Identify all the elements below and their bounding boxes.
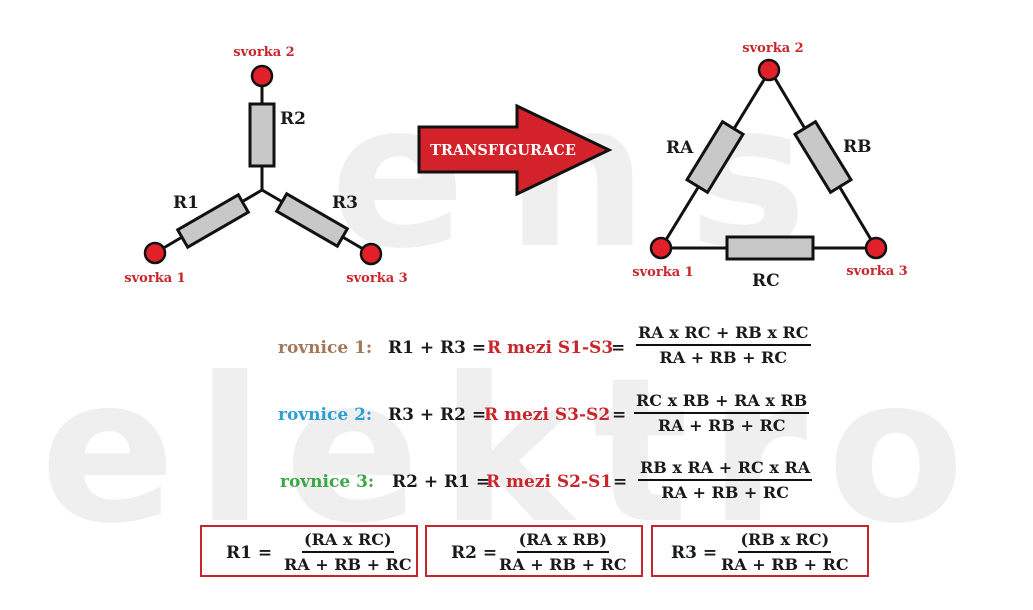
star-terminal-label-2: svorka 2: [233, 45, 294, 60]
equation-fraction: RC x RB + RA x RB RA + RB + RC: [634, 391, 810, 435]
delta-circuit: svorka 2 svorka 1 svorka 3 RA RB RC: [632, 41, 907, 291]
equation-label: rovnice 2:: [278, 405, 373, 425]
equation-lhs: R2 + R1 =: [392, 472, 491, 492]
fraction-numerator: RC x RB + RA x RB: [634, 391, 810, 414]
terminal-delta-1: [649, 236, 673, 260]
terminal-star-2: [250, 64, 274, 88]
delta-resistor-label-ra: RA: [666, 138, 694, 158]
equation-1: rovnice 1: R1 + R3 = R mezi S1-S3 = RA x…: [0, 318, 1033, 378]
result-lhs: R2 =: [451, 543, 498, 563]
fraction-numerator: (RB x RC): [738, 530, 832, 553]
result-box-r2: R2 = (RA x RB) RA + RB + RC: [425, 525, 643, 577]
resistor-r1: [175, 192, 251, 250]
watermark: ens elektro: [40, 60, 985, 568]
fraction-denominator: RA + RB + RC: [284, 555, 412, 574]
equation-middle: R mezi S3-S2: [484, 405, 611, 425]
fraction-numerator: RB x RA + RC x RA: [638, 458, 813, 481]
fraction-denominator: RA + RB + RC: [657, 416, 786, 435]
star-terminal-label-1: svorka 1: [124, 271, 185, 286]
fraction-numerator: RA x RC + RB x RC: [636, 323, 811, 346]
delta-terminal-label-2: svorka 2: [742, 41, 803, 56]
star-terminal-label-3: svorka 3: [346, 271, 407, 286]
arrow-label: TRANSFIGURACE: [430, 142, 576, 159]
equation-lhs: R3 + R2 =: [388, 405, 487, 425]
transfiguration-arrow: TRANSFIGURACE: [417, 103, 613, 197]
equation-equals: =: [612, 405, 627, 425]
fraction-denominator: RA + RB + RC: [659, 348, 788, 367]
star-resistor-label-r1: R1: [173, 193, 199, 213]
watermark-bottom: elektro: [40, 335, 985, 568]
equation-lhs: R1 + R3 =: [388, 338, 487, 358]
terminal-delta-2: [757, 58, 781, 82]
terminal-delta-3: [864, 236, 888, 260]
result-box-r1: R1 = (RA x RC) RA + RB + RC: [200, 525, 418, 577]
equation-3: rovnice 3: R2 + R1 = R mezi S2-S1 = RB x…: [0, 455, 1033, 515]
equation-label: rovnice 1:: [278, 338, 373, 358]
terminal-star-1: [143, 241, 167, 265]
delta-terminal-label-1: svorka 1: [632, 265, 693, 280]
equation-equals: =: [611, 338, 626, 358]
delta-resistor-label-rb: RB: [843, 137, 872, 157]
equation-fraction: RB x RA + RC x RA RA + RB + RC: [638, 458, 813, 502]
resistor-r2: [248, 102, 276, 168]
fraction-numerator: (RA x RC): [302, 530, 394, 553]
equation-middle: R mezi S1-S3: [487, 338, 614, 358]
result-lhs: R3 =: [671, 543, 718, 563]
equation-label: rovnice 3:: [280, 472, 375, 492]
fraction-denominator: RA + RB + RC: [661, 483, 789, 502]
result-fraction: (RA x RB) RA + RB + RC: [499, 530, 627, 574]
fraction-denominator: RA + RB + RC: [721, 555, 849, 574]
resistor-rc: [725, 235, 815, 261]
star-resistor-label-r2: R2: [280, 109, 306, 129]
delta-terminal-label-3: svorka 3: [846, 264, 907, 279]
star-circuit: svorka 2 svorka 1 svorka 3 R2 R1 R3: [124, 45, 407, 286]
resistor-ra: [684, 119, 746, 195]
equation-equals: =: [613, 472, 628, 492]
star-resistor-label-r3: R3: [332, 193, 358, 213]
result-fraction: (RA x RC) RA + RB + RC: [284, 530, 412, 574]
result-fraction: (RB x RC) RA + RB + RC: [721, 530, 849, 574]
fraction-numerator: (RA x RB): [516, 530, 609, 553]
resistor-rb: [792, 119, 854, 195]
equation-middle: R mezi S2-S1: [486, 472, 613, 492]
resistor-r3: [274, 191, 350, 249]
delta-resistor-label-rc: RC: [752, 271, 780, 291]
result-lhs: R1 =: [226, 543, 273, 563]
result-box-r3: R3 = (RB x RC) RA + RB + RC: [651, 525, 869, 577]
equation-fraction: RA x RC + RB x RC RA + RB + RC: [636, 323, 811, 367]
terminal-star-3: [359, 242, 383, 266]
fraction-denominator: RA + RB + RC: [499, 555, 627, 574]
equation-2: rovnice 2: R3 + R2 = R mezi S3-S2 = RC x…: [0, 387, 1033, 447]
